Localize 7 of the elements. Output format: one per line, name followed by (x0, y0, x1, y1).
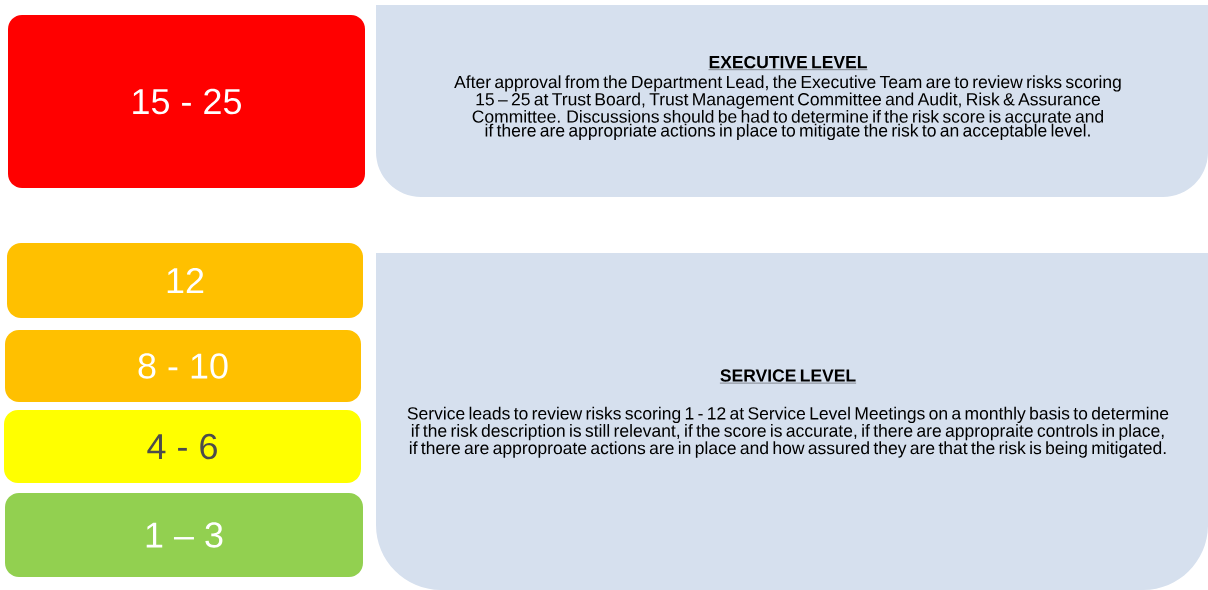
score-box: 8 - 10 (5, 330, 361, 402)
score-box: 15 - 25 (8, 15, 365, 188)
info-panel: EXECUTIVE LEVEL After approval from the Department Lead, the Executive Team are to review risks scoring 15 – 25 at Trust Board, Trust Management Committee and Audit, Risk & Assurance Committee. Discussions should be had to determine if the risk score is accurate and if there are appropriate actions in place to mitigate the risk to an acceptable level. (376, 5, 1208, 197)
score-box: 12 (7, 243, 363, 318)
info-panel: SERVICE LEVEL Service leads to review risks scoring 1 - 12 at Service Level Meetings on a monthly basis to determine if the risk description is still relevant, if the score is accurate, if there are appropraite controls in place, if there are approproate actions are in place and how assured they are that the risk is being mitigated. (376, 253, 1208, 590)
score-box: 4 - 6 (4, 410, 361, 483)
score-box: 1 – 3 (5, 493, 363, 577)
